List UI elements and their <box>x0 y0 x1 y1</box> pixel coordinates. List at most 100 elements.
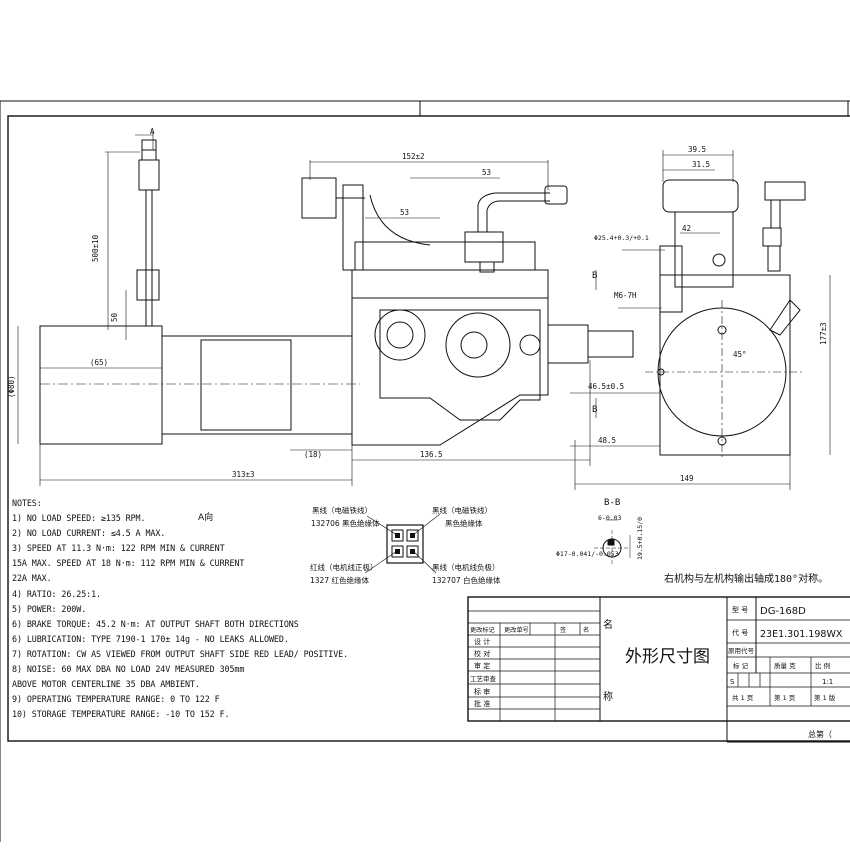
connector-view-title: A向 <box>198 511 213 523</box>
name-label-2: 称 <box>603 690 613 703</box>
dim-phi25: Φ25.4+0.3/+0.1 <box>594 234 649 242</box>
notes-block: NOTES: 1) NO LOAD SPEED: ≥135 RPM. 2) NO… <box>12 496 348 722</box>
gear-right <box>445 312 511 378</box>
section-mark-top: B <box>592 271 597 281</box>
total-label: 总第（ <box>808 729 832 739</box>
conn-black-brake-title: 黑线（电磁铁线） <box>312 505 372 515</box>
dim-m6: M6-7H <box>614 291 637 300</box>
conn-black-brake-part: 132706 黑色绝缘体 <box>311 518 380 528</box>
dim-53a: 53 <box>482 168 491 177</box>
sign-row-approve: 批 准 <box>474 699 490 708</box>
note-line: 4) RATIO: 26.25:1. <box>12 588 101 599</box>
dim-149: 149 <box>680 474 694 483</box>
conn-black-brake-part-2: 黑色绝缘体 <box>445 518 483 528</box>
dim-136: 136.5 <box>420 450 443 459</box>
section-mark-bottom: B <box>592 405 597 415</box>
conn-black-neg-part: 132707 白色绝缘体 <box>432 575 501 585</box>
code-value: 23E1.301.198WX <box>760 629 843 640</box>
sheets-total: 共 1 页 <box>732 693 754 702</box>
section-dim-19-5: 19.5+0.15/0 <box>636 517 644 560</box>
front-shaft <box>659 245 683 313</box>
used-code-label: 原用代号 <box>728 646 755 655</box>
conn-red-part: 1327 红色绝缘体 <box>310 575 369 585</box>
dim-45deg: 45° <box>733 350 747 359</box>
dim-500: 500±10 <box>91 234 100 262</box>
rev-header-sign: 签 <box>560 626 566 634</box>
dim-31-5: 31.5 <box>692 160 710 169</box>
mark-value: S <box>730 678 735 686</box>
note-line: 5) POWER: 200W. <box>12 603 87 614</box>
conn-black-brake-title-2: 黑线（电磁铁线） <box>432 505 492 515</box>
code-label: 代 号 <box>732 628 748 637</box>
note-line: ABOVE MOTOR CENTERLINE 35 DBA AMBIENT. <box>12 679 200 690</box>
connector-view <box>364 513 441 574</box>
note-line: 15A MAX. SPEED AT 18 N·m: 112 RPM MIN & … <box>12 558 245 569</box>
version: 第 1 版 <box>814 693 836 702</box>
view-arrow-label: A <box>150 127 155 136</box>
conn-black-neg-title: 黑线（电机线负极） <box>432 562 500 572</box>
section-bb <box>594 519 631 566</box>
note-line: 1) NO LOAD SPEED: ≥135 RPM. <box>12 513 146 524</box>
col-weight: 质量 克 <box>774 661 796 670</box>
model-label: 型 号 <box>732 605 748 614</box>
lever-mount <box>464 231 504 263</box>
dim-65: (65) <box>90 358 108 367</box>
col-ratio: 比 例 <box>815 661 830 670</box>
note-line: 10) STORAGE TEMPERATURE RANGE: -10 TO 15… <box>12 709 230 720</box>
connector-housing <box>386 524 424 564</box>
sign-row-check: 校 对 <box>474 649 490 658</box>
dim-18: (18) <box>304 450 322 459</box>
dim-48-5: 48.5 <box>598 436 616 445</box>
rev-header-name: 名 <box>583 626 589 634</box>
col-mark: 标 记 <box>733 661 749 670</box>
cable-connector <box>138 159 160 191</box>
motor-window <box>200 339 292 431</box>
dim-39-5: 39.5 <box>688 145 706 154</box>
bracket-base <box>354 241 536 271</box>
drawing-title: 外形尺寸图 <box>625 647 710 667</box>
notes-heading: NOTES: <box>12 498 42 508</box>
dim-313: 313±3 <box>232 470 255 479</box>
sign-row-standard: 标 审 <box>474 687 490 696</box>
note-line: 7) ROTATION: CW AS VIEWED FROM OUTPUT SH… <box>12 648 349 659</box>
sheet-no: 第 1 页 <box>774 693 796 702</box>
lever-handle <box>544 185 568 205</box>
conn-red-title: 红线（电机线正极） <box>310 562 378 572</box>
side-view <box>39 139 634 446</box>
note-line: 3) SPEED AT 11.3 N·m: 122 RPM MIN & CURR… <box>12 543 225 554</box>
section-bb-title: B-B <box>604 498 620 508</box>
rev-header-mark: 更改标记 <box>470 626 495 634</box>
sign-row-design: 设 计 <box>474 637 490 646</box>
dim-42: 42 <box>682 224 691 233</box>
section-dim-phi17: Φ17-0.041/-0.053 <box>556 550 619 558</box>
note-line: 2) NO LOAD CURRENT: ≤4.5 A MAX. <box>12 528 166 539</box>
dim-46-5: 46.5±0.5 <box>588 382 624 391</box>
title-block <box>467 596 850 743</box>
motor-body <box>39 325 163 445</box>
note-line: 6) LUBRICATION: TYPE 7190-1 170± 14g - N… <box>12 633 289 644</box>
name-label: 名 <box>603 618 613 631</box>
sign-row-process: 工艺审查 <box>470 674 497 683</box>
motor-can <box>161 335 353 435</box>
dim-152: 152±2 <box>402 152 425 161</box>
note-line: 22A MAX. <box>12 573 52 584</box>
dim-50: 50 <box>110 312 119 322</box>
model-value: DG-168D <box>760 606 806 617</box>
symmetry-note: 右机构与左机构输出轴成180°对称。 <box>664 572 828 585</box>
front-bracket-top <box>662 179 739 213</box>
note-line: 6) BRAKE TORQUE: 45.2 N·m: AT OUTPUT SHA… <box>12 618 299 629</box>
sheet-inner-border <box>7 115 850 742</box>
gearbox-housing <box>351 269 549 446</box>
section-dim-6: 6-0.03 <box>598 514 622 522</box>
note-line: 8) NOISE: 60 MAX DBA NO LOAD 24V MEASURE… <box>12 664 245 675</box>
front-view <box>645 179 806 458</box>
sign-row-review: 审 定 <box>474 661 490 670</box>
rev-header-no: 更改单号 <box>504 626 529 634</box>
front-housing <box>659 274 791 456</box>
dim-53b: 53 <box>400 208 409 217</box>
ratio-value: 1:1 <box>822 678 833 686</box>
dim-phi80: (Φ80) <box>7 375 16 398</box>
gear-left <box>374 309 426 361</box>
dim-177: 177±3 <box>819 322 828 345</box>
